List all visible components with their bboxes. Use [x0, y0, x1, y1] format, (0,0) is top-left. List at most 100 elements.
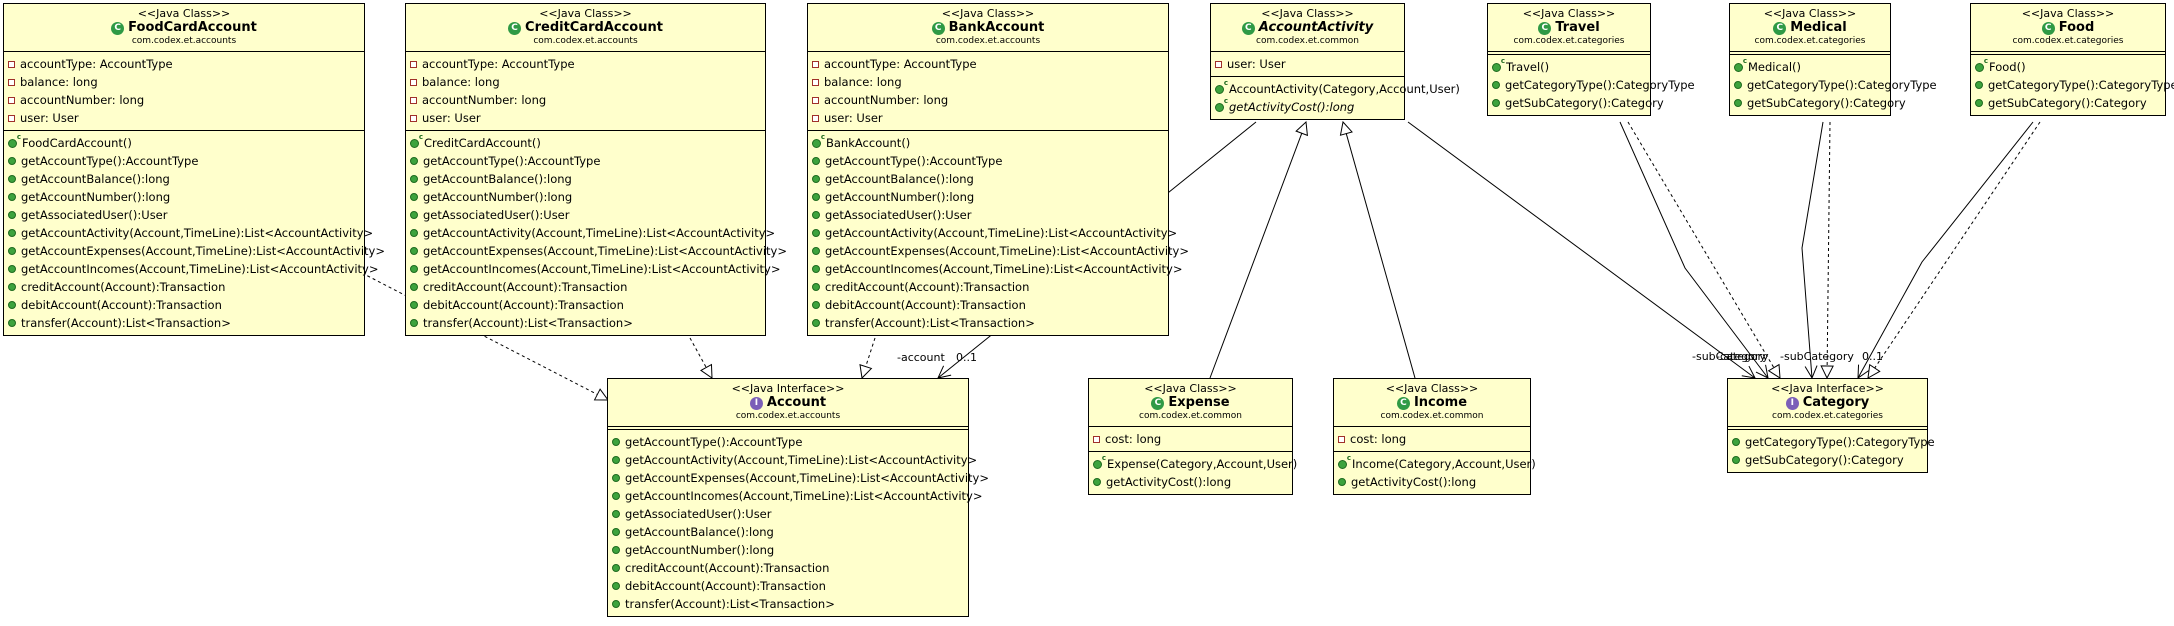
- public-method-icon: [1732, 456, 1740, 464]
- public-method-icon: [410, 283, 418, 291]
- stereotype-label: <<Java Class>>: [539, 7, 632, 20]
- constructor-row: AccountActivity(Category,Account,User): [1215, 79, 1460, 98]
- method-row: getAccountExpenses(Account,TimeLine):Lis…: [812, 242, 1189, 260]
- public-method-icon: [8, 229, 16, 237]
- method-row: debitAccount(Account):Transaction: [410, 296, 761, 314]
- public-method-icon: [8, 193, 16, 201]
- method-row: getCategoryType():CategoryType: [1732, 433, 1935, 451]
- method-row: getAccountActivity(Account,TimeLine):Lis…: [612, 451, 977, 469]
- account-multiplicity-label: 0..1: [956, 351, 977, 364]
- class-icon: C: [111, 21, 125, 35]
- method-row: transfer(Account):List<Transaction>: [612, 595, 964, 613]
- private-field-icon: [1338, 435, 1345, 443]
- method-row: getAccountBalance():long: [410, 170, 761, 188]
- methods-section: CreditCardAccount() getAccountType():Acc…: [406, 131, 787, 335]
- package-label: com.codex.et.accounts: [735, 411, 841, 421]
- stereotype-label: <<Java Class>>: [137, 7, 231, 20]
- category-role-label-b: -category: [1716, 350, 1769, 363]
- public-method-icon: [410, 319, 418, 327]
- field-row: accountNumber: long: [410, 91, 761, 109]
- method-row: getAssociatedUser():User: [612, 505, 964, 523]
- field-row: balance: long: [812, 73, 1164, 91]
- constructor-icon: [410, 133, 423, 148]
- realization-foodcard-account: [361, 272, 608, 400]
- constructor-row: FoodCardAccount(): [8, 133, 360, 152]
- method-row: getSubCategory():Category: [1492, 94, 1664, 112]
- public-method-icon: [8, 175, 16, 183]
- constructor-row: Food(): [1975, 57, 2161, 76]
- method-row: getAccountBalance():long: [612, 523, 964, 541]
- fields-section: cost: long: [1089, 427, 1292, 452]
- fields-section: user: User: [1211, 52, 1404, 77]
- public-method-icon: [410, 265, 418, 273]
- method-row: creditAccount(Account):Transaction: [8, 278, 360, 296]
- field-row: user: User: [812, 109, 1164, 127]
- category-multiplicity-label: 0..1: [1862, 350, 1883, 363]
- private-field-icon: [812, 78, 819, 86]
- method-row: getAccountActivity(Account,TimeLine):Lis…: [812, 224, 1177, 242]
- fields-section: accountType: AccountType balance: long a…: [808, 52, 1168, 131]
- public-method-icon: [8, 319, 16, 327]
- method-row: transfer(Account):List<Transaction>: [410, 314, 761, 332]
- fields-section: cost: long: [1334, 427, 1530, 452]
- public-method-icon: [410, 247, 418, 255]
- field-row: accountType: AccountType: [812, 55, 1164, 73]
- stereotype-label: <<Java Interface>>: [731, 382, 845, 395]
- method-row: getActivityCost():long: [1338, 473, 1526, 491]
- method-row: getAssociatedUser():User: [8, 206, 360, 224]
- class-icon: C: [1396, 396, 1410, 410]
- method-row: getActivityCost():long: [1093, 473, 1288, 491]
- stereotype-label: <<Java Class>>: [1522, 7, 1616, 20]
- field-row: accountType: AccountType: [8, 55, 360, 73]
- public-method-icon: [1975, 99, 1983, 107]
- methods-section: BankAccount() getAccountType():AccountTy…: [808, 131, 1189, 335]
- public-method-icon: [812, 157, 820, 165]
- public-method-icon: [612, 456, 620, 464]
- method-row: debitAccount(Account):Transaction: [612, 577, 964, 595]
- method-row: getSubCategory():Category: [1975, 94, 2161, 112]
- public-method-icon: [612, 546, 620, 554]
- package-label: com.codex.et.common: [1139, 411, 1242, 421]
- method-row: getAccountActivity(Account,TimeLine):Lis…: [410, 224, 775, 242]
- public-method-icon: [812, 175, 820, 183]
- method-row: getAccountIncomes(Account,TimeLine):List…: [812, 260, 1182, 278]
- constructor-row: Medical(): [1734, 57, 1886, 76]
- method-row: getAccountBalance():long: [812, 170, 1164, 188]
- class-icon: C: [1773, 21, 1787, 35]
- abstract-method-icon: [1215, 97, 1228, 112]
- fields-section: [1728, 427, 1927, 430]
- methods-section: Expense(Category,Account,User) getActivi…: [1089, 452, 1297, 494]
- method-row: transfer(Account):List<Transaction>: [812, 314, 1164, 332]
- method-row: getAccountType():AccountType: [812, 152, 1164, 170]
- public-method-icon: [812, 247, 820, 255]
- method-row: debitAccount(Account):Transaction: [8, 296, 360, 314]
- public-method-icon: [1093, 478, 1101, 486]
- public-method-icon: [612, 438, 620, 446]
- public-method-icon: [812, 265, 820, 273]
- package-label: com.codex.et.accounts: [533, 36, 638, 46]
- public-method-icon: [812, 283, 820, 291]
- interface-icon: I: [1785, 396, 1799, 410]
- public-method-icon: [612, 510, 620, 518]
- method-row: getAccountNumber():long: [410, 188, 761, 206]
- public-method-icon: [8, 247, 16, 255]
- field-row: accountNumber: long: [8, 91, 360, 109]
